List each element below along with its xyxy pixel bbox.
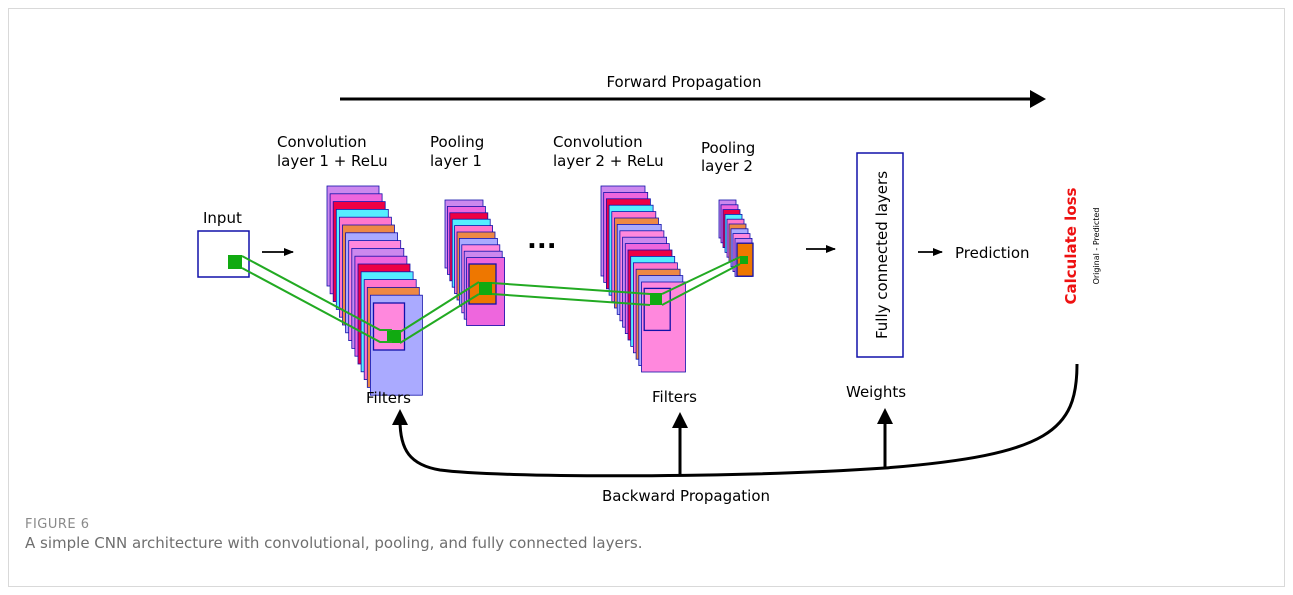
conv1-label-line2: layer 1 + ReLu [277, 152, 388, 170]
figure-caption: A simple CNN architecture with convoluti… [25, 534, 643, 552]
backward-label: Backward Propagation [602, 487, 770, 505]
kernel-connectors [241, 255, 741, 344]
forward-label: Forward Propagation [606, 73, 761, 91]
filters1-label: Filters [366, 389, 411, 407]
input-label: Input [203, 209, 242, 227]
conv2-feature-maps [600, 185, 686, 373]
backward-arrowhead-filters2-icon [672, 412, 688, 428]
calculate-loss-label: Calculate loss [1062, 187, 1080, 304]
figure-number: FIGURE 6 [25, 517, 90, 532]
pool2-kernel [740, 256, 748, 264]
conv1-kernel [387, 330, 401, 343]
pool2-label-line2: layer 2 [701, 157, 753, 175]
prediction-label: Prediction [955, 244, 1030, 262]
loss-formula-label: Original - Predicted [1092, 208, 1101, 285]
fc-label: Fully connected layers [873, 171, 891, 339]
conv2-label-line1: Convolution [553, 133, 643, 151]
ellipsis: ... [527, 225, 557, 255]
pool2-feature-maps [718, 199, 754, 277]
pool1-kernel [479, 282, 492, 295]
filters2-label: Filters [652, 388, 697, 406]
pool2-label-line1: Pooling [701, 139, 755, 157]
forward-arrowhead-icon [1030, 90, 1046, 108]
backward-propagation-curve [398, 363, 1079, 478]
input-image [197, 230, 250, 278]
conv2-kernel [650, 293, 662, 305]
conv2-label-line2: layer 2 + ReLu [553, 152, 664, 170]
pool1-feature-maps [444, 199, 506, 327]
conv1-feature-maps [326, 185, 423, 396]
pool1-label-line2: layer 1 [430, 152, 482, 170]
weights-label: Weights [846, 383, 906, 401]
fc-box [856, 152, 904, 358]
backward-arrowhead-filters1-icon [392, 409, 408, 425]
input-kernel [228, 255, 242, 269]
conv1-label-line1: Convolution [277, 133, 367, 151]
backward-arrowhead-weights-icon [877, 408, 893, 424]
pool1-label-line1: Pooling [430, 133, 484, 151]
